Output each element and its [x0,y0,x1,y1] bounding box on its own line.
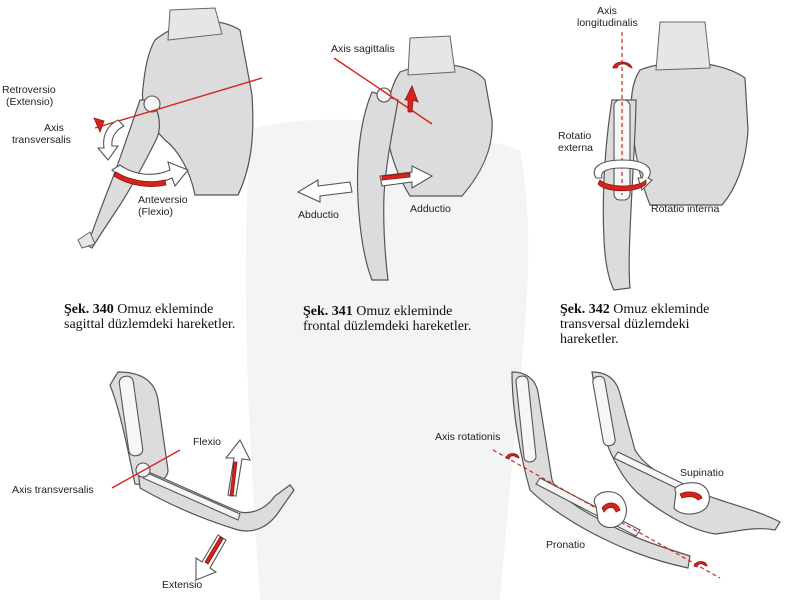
elbow-flexio-arrow [224,438,251,497]
rotation-left-humerus [515,375,537,463]
label-supinatio: Supinatio [680,467,724,479]
rotation-right-humerus [592,375,616,447]
label-axis-sagittalis: Axis sagittalis [331,43,395,55]
label-retroversio: Retroversio [2,84,56,96]
fig340-hand [77,231,96,249]
fig342-humerus [613,99,631,201]
rotation-arm-left [511,371,691,569]
supinatio-band [673,482,710,515]
fig341-arm [356,91,399,281]
fig342-rotation-red [597,179,647,192]
rotation-axis-line [492,449,721,579]
rotation-bottom-arrow [693,561,708,568]
rotation-top-arrow [505,453,520,460]
figure-341: Axis sagittalis Abductio Adductio [296,35,493,281]
figure-340: Retroversio (Extensio) Axis transversali… [2,7,263,249]
fig342-top-rotation [612,61,633,69]
fig341-axis-line [333,57,433,125]
figure-342: Axis longitudinalis Rotatio externa Rota… [558,5,749,291]
label-abductio: Abductio [298,209,339,221]
supinatio-red [679,491,703,501]
caption-342-num: Şek. 342 [560,302,610,317]
caption-340-num: Şek. 340 [64,302,114,317]
fig340-red-arrow-up [93,117,105,134]
caption-341-line2: frontal düzlemdeki hareketler. [303,319,472,334]
caption-341-num: Şek. 341 [303,304,353,319]
fig341-abductio-arrow [296,179,353,203]
label-axis-transversalis: Axis transversalis [12,484,94,496]
rotation-arm-right [591,371,781,535]
label-axis-342: Axis [597,5,617,17]
fig340-neck [167,7,223,41]
figure-elbow: Flexio Axis transversalis Extensio [12,371,295,591]
fig340-axis-line [94,77,263,129]
caption-341-line1: Omuz ekleminde [352,304,453,319]
label-extensio: Extensio [162,579,202,591]
caption-342: Şek. 342 Omuz ekleminde transversal düzl… [560,302,709,347]
caption-342-line3: hareketler. [560,332,619,347]
label-rotatio: Rotatio [558,130,591,142]
caption-340-line1: Omuz ekleminde [113,302,214,317]
label-adductio: Adductio [410,203,451,215]
caption-340: Şek. 340 Omuz ekleminde sagittal düzlemd… [64,302,235,332]
label-rotatio-interna: Rotatio interna [651,203,719,215]
fig340-joint [143,95,161,113]
fig340-torso [141,20,254,196]
label-externa: externa [558,142,593,154]
fig342-neck [655,21,711,71]
label-pronatio: Pronatio [546,539,585,551]
label-transversalis-340: transversalis [12,134,71,146]
fig341-red-arrow [404,85,419,113]
pronatio-band [593,491,627,529]
label-axis-rotationis: Axis rotationis [435,431,500,443]
label-anteversio-sub: (Flexio) [138,206,173,218]
elbow-axis-line [111,449,181,489]
label-flexio: Flexio [193,436,221,448]
label-axis-340: Axis [44,122,64,134]
fig340-red-arrow-down [113,171,167,187]
label-retroversio-sub: (Extensio) [6,96,53,108]
fig341-joint [376,87,392,103]
elbow-flexio-red [229,461,238,497]
elbow-humerus [118,375,144,457]
caption-340-line2: sagittal düzlemdeki hareketler. [64,317,236,332]
label-longitudinalis: longitudinalis [577,17,638,29]
caption-341: Şek. 341 Omuz ekleminde frontal düzlemde… [303,304,471,334]
background-silhouette [245,119,529,600]
elbow-forearm [137,467,295,532]
fig341-neck [407,35,456,76]
caption-342-line2: transversal düzlemdeki [560,317,690,332]
fig341-adductio-red [381,172,411,181]
fig340-retroversio-arrow [96,119,125,161]
label-anteversio: Anteversio [138,194,188,206]
pronatio-red [601,502,621,513]
caption-342-line1: Omuz ekleminde [609,302,710,317]
figure-forearm-rotation: Axis rotationis Supinatio Pronatio [435,371,781,579]
elbow-extensio-red [204,536,224,565]
